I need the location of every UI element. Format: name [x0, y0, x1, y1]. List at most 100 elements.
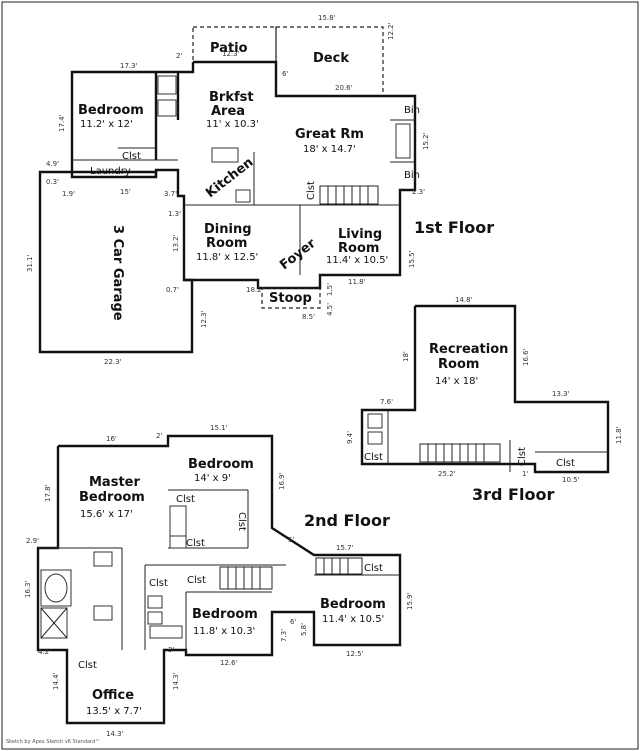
dim: 2.3' — [412, 188, 425, 196]
bedroom-2f-c-size: 11.4' x 10.5' — [322, 614, 384, 625]
bin-bottom: Bin — [404, 170, 420, 181]
bath-sink-icon — [367, 431, 383, 445]
kitchen-sink-icon — [211, 147, 239, 163]
stoop-outline — [261, 287, 321, 309]
dim: 31.1' — [26, 254, 34, 272]
room-dining-2: Room — [206, 236, 247, 251]
dim: 17.4' — [58, 114, 66, 132]
dim: 2' — [176, 52, 182, 60]
dim: 13.2' — [172, 234, 180, 252]
room-laundry: Laundry — [90, 166, 131, 177]
dim: 18.2' — [246, 286, 264, 294]
clst-2f-e: Clst — [187, 575, 206, 586]
room-great: Great Rm — [295, 127, 364, 142]
room-bedroom-2f-a: Bedroom — [188, 457, 254, 472]
dim: 13.3' — [552, 390, 570, 398]
room-living-2: Room — [338, 241, 379, 256]
bedroom-2f-a-size: 14' x 9' — [194, 473, 231, 484]
clst-3f-a: Clst — [364, 452, 383, 463]
dim: 14.4' — [52, 672, 60, 690]
dim: 16' — [106, 435, 117, 443]
dim: 4.2' — [38, 648, 51, 656]
stairs-3rd — [419, 443, 501, 463]
dim: 8.5' — [302, 313, 315, 321]
bath2-toilet-icon — [147, 595, 163, 609]
room-bedroom-1f: Bedroom — [78, 103, 144, 118]
room-patio: Patio — [210, 41, 248, 56]
dim: 12.6' — [220, 659, 238, 667]
third-floor-walls — [360, 304, 610, 474]
garage-walls — [38, 170, 194, 354]
recreation-size: 14' x 18' — [435, 376, 478, 387]
room-master-2: Bedroom — [79, 490, 145, 505]
room-bedroom-2f-b: Bedroom — [192, 607, 258, 622]
dim: 15.9' — [406, 592, 414, 610]
dim: 1' — [522, 470, 528, 478]
bath2-sink-icon — [147, 611, 163, 625]
dim: 3.7' — [164, 190, 177, 198]
dim: 15' — [120, 188, 131, 196]
dim: 15.2' — [422, 132, 430, 150]
second-floor: Master Bedroom 15.6' x 17' Bedroom 14' x… — [24, 424, 414, 738]
dim: 11.8' — [615, 426, 623, 444]
dim: 11.8' — [348, 278, 366, 286]
brkfst-size: 11' x 10.3' — [206, 119, 259, 130]
tub-basin-icon — [44, 573, 68, 603]
room-living-1: Living — [338, 227, 382, 242]
clst-2f-f: Clst — [364, 563, 383, 574]
office-size: 13.5' x 7.7' — [86, 706, 142, 717]
clst-3f-c: Clst — [556, 458, 575, 469]
clst-2f-b: Clst — [236, 512, 247, 531]
dim: 16.9' — [278, 472, 286, 490]
dim: 12.5' — [346, 650, 364, 658]
dim: 6' — [282, 70, 288, 78]
dim: 2' — [156, 432, 162, 440]
first-floor-walls — [70, 60, 417, 290]
master-toilet-icon — [93, 605, 113, 621]
bin-top: Bin — [404, 105, 420, 116]
dim: 10.5' — [562, 476, 580, 484]
second-floor-walls — [36, 434, 402, 725]
stove-icon — [235, 189, 251, 203]
room-recreation-2: Room — [438, 357, 479, 372]
dim: 25.2' — [438, 470, 456, 478]
dim: 4.9' — [46, 160, 59, 168]
dim: 16.6' — [522, 348, 530, 366]
dim: 0.3' — [46, 178, 59, 186]
dim: 14.3' — [106, 730, 124, 738]
dim: 14.8' — [455, 296, 473, 304]
toilet-icon — [367, 413, 383, 429]
sketch-credit: Sketch by Apex Sketch v6 Standard™ — [6, 739, 100, 745]
hall-shower-icon — [169, 535, 187, 549]
dim: 15.5' — [408, 250, 416, 268]
dim: 1.9' — [62, 190, 75, 198]
clst-3f-b: Clst — [517, 447, 528, 466]
second-floor-title: 2nd Floor — [304, 511, 390, 530]
dim: 7.3' — [280, 629, 288, 642]
dim: 12.2' — [387, 22, 395, 40]
dim: 5' — [288, 536, 294, 544]
room-brkfst-1: Brkfst — [209, 90, 254, 105]
master-sink-icon — [93, 551, 113, 567]
bedroom-1f-size: 11.2' x 12' — [80, 119, 133, 130]
room-stoop: Stoop — [269, 291, 312, 306]
dim: 15.1' — [210, 424, 228, 432]
dim: 12.3' — [222, 50, 240, 58]
master-size: 15.6' x 17' — [80, 509, 133, 520]
toilet-icon — [157, 75, 177, 95]
dining-size: 11.8' x 12.5' — [196, 252, 258, 263]
hall-tub-icon — [169, 505, 187, 537]
room-office: Office — [92, 688, 134, 703]
clst-2f-d: Clst — [149, 578, 168, 589]
first-floor-title: 1st Floor — [414, 218, 494, 237]
dim: 14.3' — [172, 672, 180, 690]
third-floor: Recreation Room 14' x 18' Clst Clst Clst… — [346, 296, 623, 504]
living-size: 11.4' x 10.5' — [326, 255, 388, 266]
dim: 12.3' — [200, 310, 208, 328]
dim: 0.7' — [166, 286, 179, 294]
dim: 17.8' — [44, 484, 52, 502]
room-bedroom-2f-c: Bedroom — [320, 597, 386, 612]
third-floor-title: 3rd Floor — [472, 485, 554, 504]
